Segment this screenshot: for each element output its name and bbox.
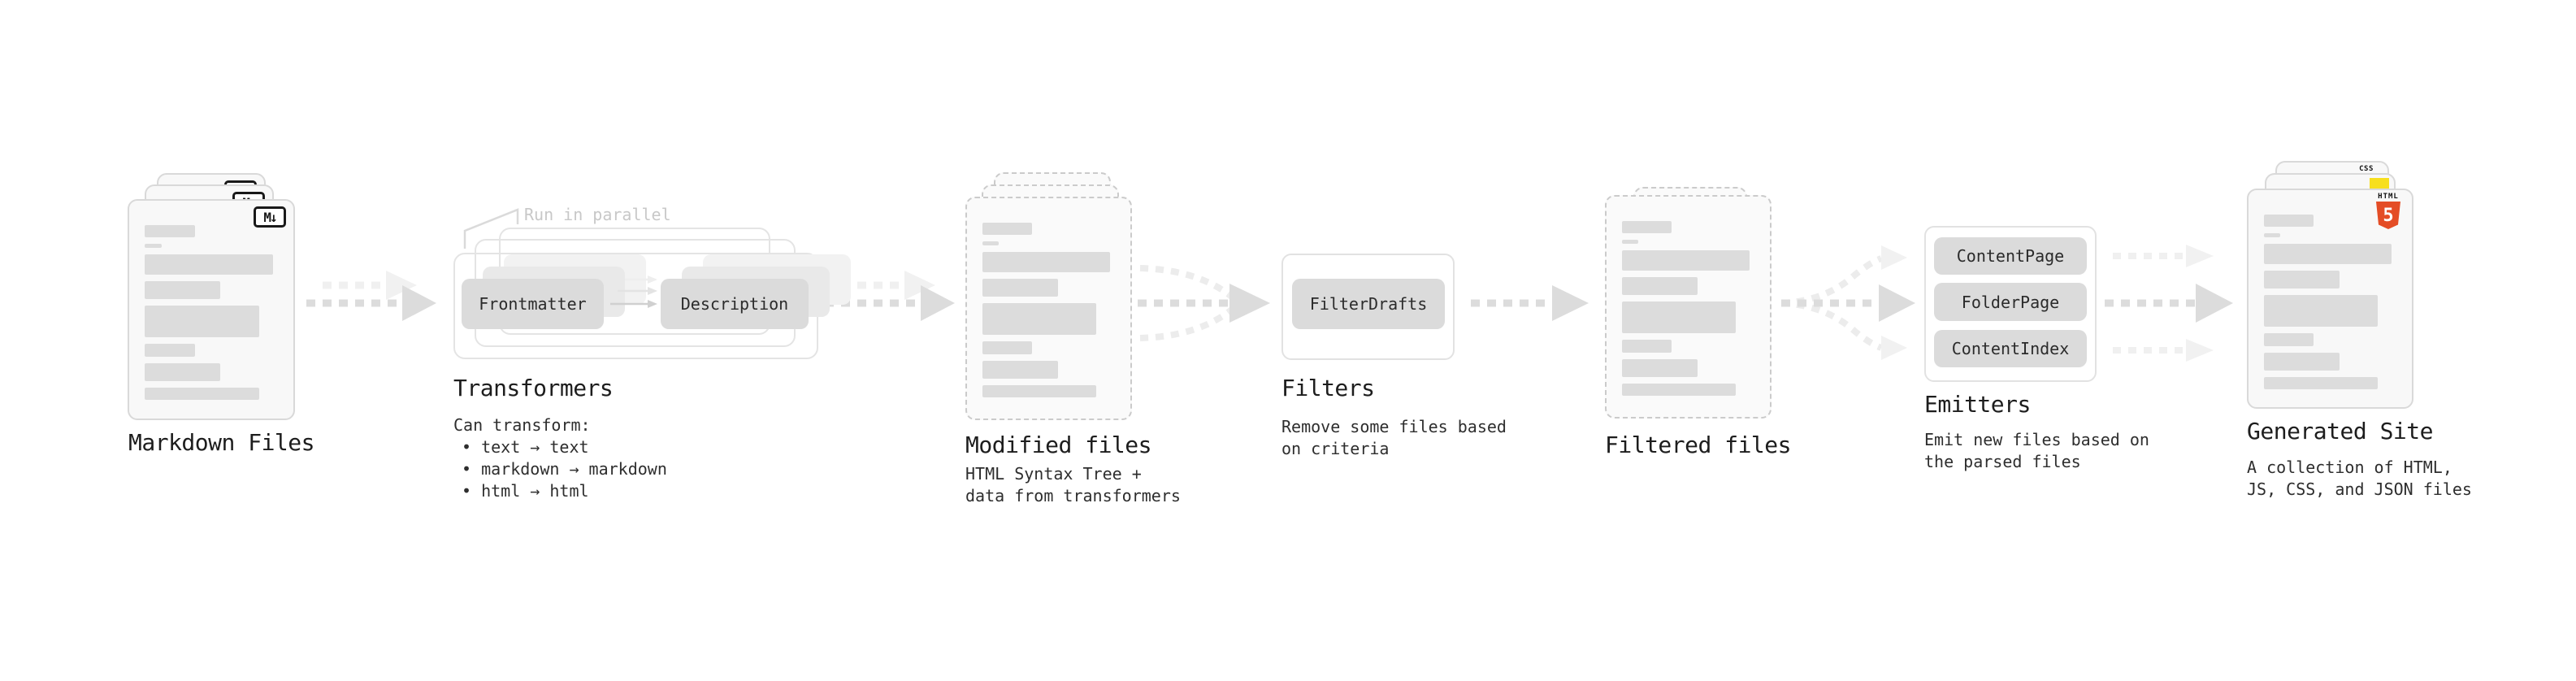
description-line: the parsed files	[1924, 452, 2081, 471]
placeholder-bar	[2264, 215, 2314, 227]
arrow-echo	[323, 271, 417, 300]
description-line: A collection of HTML,	[2247, 458, 2452, 477]
document-skeleton	[982, 223, 1110, 397]
html5-icon-word: HTML	[2378, 193, 2399, 201]
placeholder-bar	[145, 244, 162, 248]
placeholder-bar	[982, 385, 1096, 397]
bullet-line: • text → text	[462, 437, 589, 457]
document-card-dashed	[1605, 195, 1772, 419]
stage-label: Transformers	[453, 375, 614, 401]
document-card-html: HTML 5	[2247, 189, 2413, 409]
document-skeleton	[2264, 215, 2392, 389]
bullet-line: • markdown → markdown	[462, 459, 667, 479]
placeholder-bar	[2264, 295, 2378, 327]
placeholder-bar	[982, 279, 1058, 297]
run-in-parallel-note: Run in parallel	[524, 205, 671, 224]
placeholder-bar	[2264, 233, 2281, 237]
description-line: HTML Syntax Tree +	[965, 464, 1142, 484]
emitter-pill-folderpage: FolderPage	[1934, 283, 2087, 321]
arrow-echo	[841, 271, 935, 300]
document-card: M↓	[128, 199, 295, 420]
placeholder-bar	[982, 223, 1033, 235]
annotation-leader-line	[463, 208, 519, 249]
placeholder-bar	[2264, 377, 2378, 389]
css-icon-label: CSS	[2359, 165, 2374, 173]
flow-arrow-filtered-to-emitters	[1780, 245, 1915, 360]
placeholder-bar	[982, 361, 1058, 379]
stage-filters: FilterDrafts Filters Remove some files b…	[1281, 254, 1507, 481]
flow-arrow-markdown-to-transformers	[306, 271, 436, 321]
description-line: JS, CSS, and JSON files	[2247, 479, 2472, 499]
placeholder-bar	[1622, 340, 1672, 353]
stage-label: Modified files	[965, 432, 1152, 458]
stage-emitters: ContentPage FolderPage ContentIndex Emit…	[1924, 226, 2149, 486]
stage-filtered-files: Filtered files	[1605, 184, 1800, 476]
html5-icon-shield: 5	[2376, 202, 2400, 229]
flow-arrow-modified-to-filters	[1138, 265, 1270, 341]
stage-label: Generated Site	[2247, 418, 2434, 445]
description-line: Emit new files based on	[1924, 430, 2149, 449]
placeholder-bar	[145, 281, 221, 299]
stage-markdown-files: M↓ M↓ M↓ Markdown Files	[128, 172, 323, 465]
placeholder-bar	[2264, 271, 2340, 288]
stage-label: Emitters	[1924, 391, 2031, 418]
placeholder-bar	[982, 241, 1000, 245]
placeholder-bar	[145, 388, 259, 400]
placeholder-bar	[1622, 384, 1736, 396]
placeholder-bar	[145, 306, 259, 337]
description-line: on criteria	[1281, 439, 1390, 458]
bullet-line: • html → html	[462, 481, 589, 501]
placeholder-bar	[982, 341, 1033, 354]
stage-description: Emit new files based on the parsed files	[1924, 429, 2149, 473]
stage-description: Remove some files based on criteria	[1281, 416, 1507, 460]
stage-description: HTML Syntax Tree + data from transformer…	[965, 463, 1181, 507]
placeholder-bar	[145, 344, 195, 357]
placeholder-bar	[2264, 244, 2392, 264]
placeholder-bar	[1622, 359, 1698, 377]
stage-description: A collection of HTML, JS, CSS, and JSON …	[2247, 457, 2472, 501]
placeholder-bar	[1622, 277, 1698, 295]
description-line: data from transformers	[965, 486, 1181, 505]
document-card-dashed	[965, 197, 1132, 420]
transformer-pill-description: Description	[661, 279, 809, 329]
document-skeleton	[1622, 221, 1750, 396]
stage-label: Filtered files	[1605, 432, 1792, 458]
stage-label: Markdown Files	[128, 429, 315, 456]
placeholder-bar	[2264, 353, 2340, 371]
placeholder-bar	[1622, 250, 1750, 271]
placeholder-bar	[1622, 221, 1672, 233]
placeholder-bar	[145, 254, 273, 275]
stage-description: Can transform: • text → text • markdown …	[453, 414, 667, 502]
js-icon	[2370, 178, 2389, 190]
stage-generated-site: CSS HTML 5 Generated Site A collection o…	[2247, 161, 2472, 502]
placeholder-bar	[145, 225, 195, 237]
markdown-icon: M↓	[254, 206, 286, 228]
stage-label: Filters	[1281, 375, 1375, 401]
flow-arrow-filters-to-filtered	[1471, 285, 1589, 321]
transformer-pill-frontmatter: Frontmatter	[462, 279, 604, 329]
placeholder-bar	[1622, 240, 1639, 244]
parallel-run-arrows	[610, 275, 657, 308]
stage-modified-files: Modified files HTML Syntax Tree + data f…	[965, 159, 1181, 505]
flow-arrow-emitters-to-generated	[2105, 245, 2233, 362]
placeholder-bar	[982, 303, 1096, 335]
placeholder-bar	[2264, 333, 2314, 346]
flow-arrow-transformers-to-modified	[825, 271, 955, 321]
description-line: Can transform:	[453, 415, 591, 435]
html5-icon: HTML 5	[2374, 193, 2403, 229]
emitter-pill-contentindex: ContentIndex	[1934, 330, 2087, 367]
filter-pill-filterdrafts: FilterDrafts	[1292, 279, 1445, 329]
placeholder-bar	[145, 363, 221, 381]
placeholder-bar	[982, 252, 1110, 272]
placeholder-bar	[1622, 301, 1736, 333]
emitter-pill-contentpage: ContentPage	[1934, 237, 2087, 275]
stage-transformers: Run in parallel Frontmatter Description …	[453, 205, 851, 530]
document-skeleton	[145, 225, 273, 400]
description-line: Remove some files based	[1281, 417, 1507, 436]
